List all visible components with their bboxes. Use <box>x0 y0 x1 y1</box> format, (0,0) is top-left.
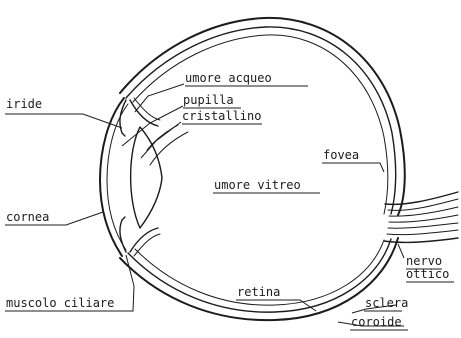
lens-shape <box>131 125 188 228</box>
label-nervo: nervo <box>406 254 442 268</box>
label-iride: iride <box>6 97 42 111</box>
label-muscolo-ciliare: muscolo ciliare <box>6 296 114 310</box>
label-fovea: fovea <box>323 148 359 162</box>
label-pupilla: pupilla <box>183 93 234 107</box>
optic-nerve-shape <box>384 192 458 242</box>
label-cristallino: cristallino <box>182 109 261 123</box>
label-retina: retina <box>237 285 280 299</box>
eyeball-outline <box>120 18 405 320</box>
iris-shape <box>120 100 126 252</box>
label-sclera: sclera <box>365 296 408 310</box>
labels: iride umore acqueo pupilla cristallino f… <box>6 71 449 329</box>
label-umore-vitreo: umore vitreo <box>214 178 301 192</box>
ciliary-body-shape <box>130 98 160 256</box>
label-umore-acqueo: umore acqueo <box>185 71 272 85</box>
label-cornea: cornea <box>6 210 49 224</box>
sclera-layer-lower <box>120 238 398 320</box>
label-coroide: coroide <box>351 315 402 329</box>
label-ottico: ottico <box>406 267 449 281</box>
